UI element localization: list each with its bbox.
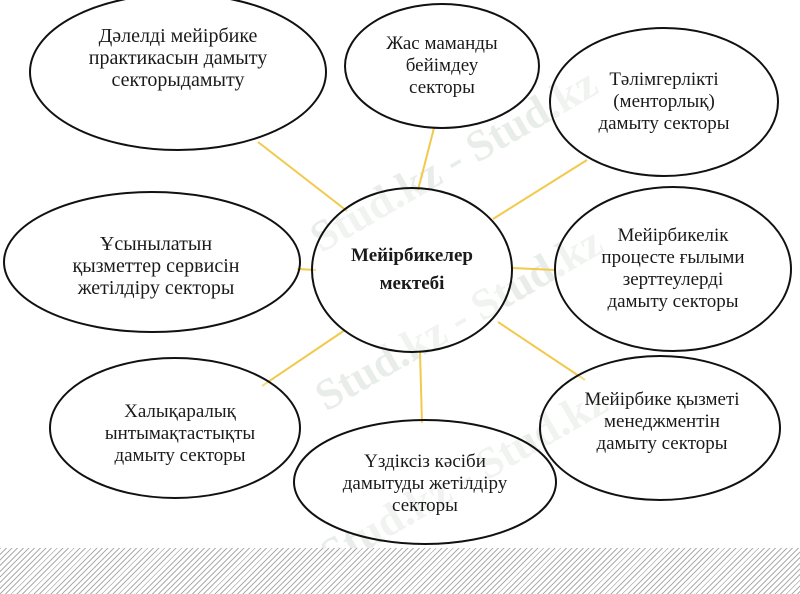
node-young-specialist: [344, 3, 540, 129]
connector-evidence-practice: [257, 141, 348, 212]
node-label-mentoring: Тәлімгерлікті (менторлық) дамыту секторы: [598, 69, 730, 134]
node-continuous-development: [293, 419, 557, 545]
connector-mentoring: [492, 159, 588, 220]
node-label-management: Мейірбике қызметі менеджментін дамыту се…: [584, 389, 740, 454]
connector-young-specialist: [417, 127, 435, 191]
node-services: [3, 191, 301, 333]
node-label-research: Мейірбикелік процесте ғылыми зерттеулерд…: [601, 225, 745, 312]
node-label-continuous-development: Үздіксіз кәсіби дамытуды жетілдіру секто…: [342, 451, 508, 516]
node-shapes: [3, 0, 792, 545]
connectors: [257, 127, 588, 424]
node-label-evidence-practice: Дәлелді мейірбике практикасын дамыту сек…: [88, 25, 268, 91]
node-label-international: Халықаралық ынтымақтастықты дамыту секто…: [104, 401, 256, 466]
node-international: [49, 357, 301, 499]
node-management: [539, 355, 781, 501]
connector-management: [497, 321, 586, 381]
center-node: [311, 187, 513, 353]
node-label-services: Ұсынылатын қызметтер сервисін жетілдіру …: [72, 233, 240, 299]
connector-continuous-development: [419, 351, 423, 424]
connector-international: [261, 329, 346, 387]
node-mentoring: [549, 27, 779, 177]
node-evidence-practice: [29, 0, 327, 151]
node-research: [554, 186, 792, 352]
node-label-young-specialist: Жас маманды бейімдеу секторы: [386, 33, 498, 98]
connector-research: [511, 267, 557, 271]
footer-pattern-band: [0, 548, 800, 594]
center-label: Мейірбикелер мектебі: [351, 245, 473, 294]
